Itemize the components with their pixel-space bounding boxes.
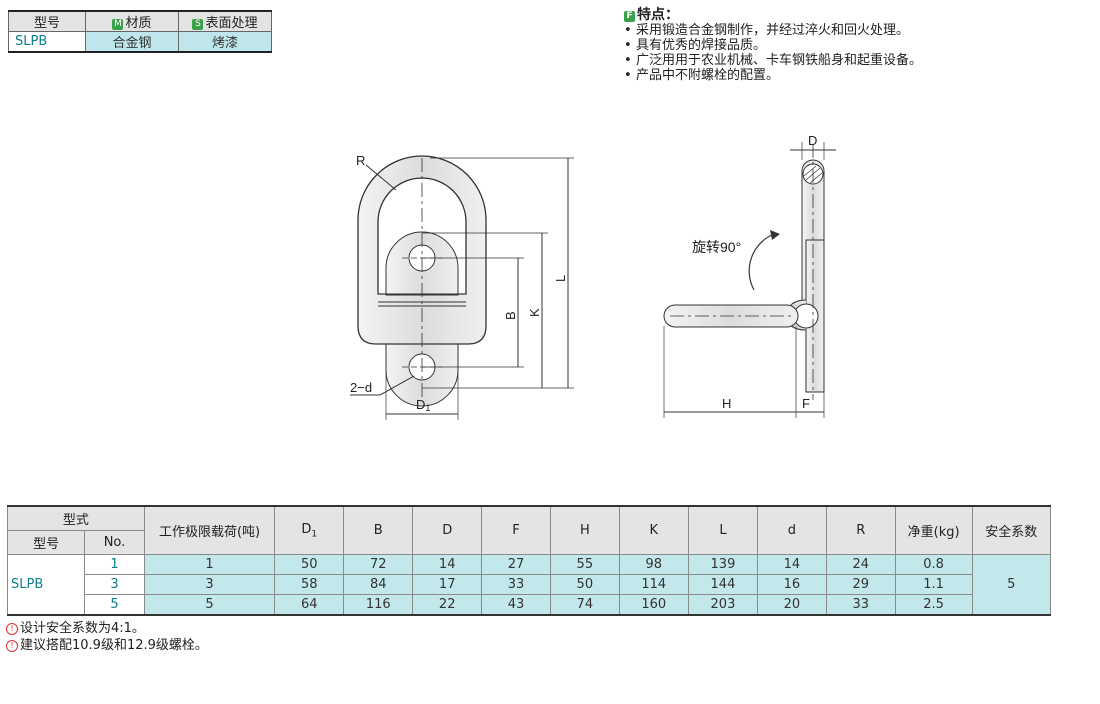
h-cell: 55 <box>549 554 620 575</box>
d-cell: 16 <box>757 574 827 595</box>
feature-item: 产品中不附螺栓的配置。 <box>624 68 922 83</box>
front-view: R B K L 2−d D1 <box>350 153 574 420</box>
surface-badge-icon: S <box>192 19 204 30</box>
spec-table: 型式 工作极限载荷(吨) D1 B D F H K L d R 净重(kg) 安… <box>6 505 1052 616</box>
label-d: D <box>808 133 817 148</box>
header-type: 型式 <box>7 505 145 531</box>
h-cell: 74 <box>549 594 620 616</box>
header-d1: D1 <box>274 505 345 555</box>
l-cell: 139 <box>687 554 759 575</box>
f-cell: 33 <box>481 574 551 595</box>
d-cell: 20 <box>757 594 827 616</box>
label-f: F <box>802 396 810 411</box>
h-cell: 50 <box>549 574 620 595</box>
surface-value: 烤漆 <box>178 31 272 53</box>
side-view: D 旋转90° H F <box>663 133 836 418</box>
r-cell: 29 <box>825 574 896 595</box>
k-cell: 114 <box>618 574 689 595</box>
features-section: F特点： 采用锻造合金钢制作，并经过淬火和回火处理。 具有优秀的焊接品质。 广泛… <box>624 8 922 83</box>
header-b: B <box>343 505 414 555</box>
load-cell: 1 <box>143 554 276 575</box>
label-2d: 2−d <box>350 380 372 395</box>
header-f: F <box>481 505 551 555</box>
feature-badge-icon: F <box>624 11 635 22</box>
d1-cell: 58 <box>274 574 345 595</box>
l-cell: 144 <box>687 574 759 595</box>
model-value: SLPB <box>8 31 86 53</box>
notes: !设计安全系数为4:1。 !建议搭配10.9级和12.9级螺栓。 <box>6 620 208 654</box>
no-cell: 1 <box>84 554 145 575</box>
d1-cell: 64 <box>274 594 345 616</box>
safety-cell: 5 <box>971 554 1052 616</box>
header-r: R <box>825 505 896 555</box>
weight-cell: 2.5 <box>894 594 973 616</box>
no-cell: 3 <box>84 574 145 595</box>
technical-drawing: R B K L 2−d D1 <box>350 133 836 420</box>
table-row: SLPB 1 1 50 72 14 27 55 98 139 14 24 0.8… <box>6 554 1052 616</box>
b-cell: 84 <box>343 574 414 595</box>
header-weight: 净重(kg) <box>894 505 973 555</box>
header-safety: 安全系数 <box>971 505 1052 555</box>
header-h: H <box>549 505 620 555</box>
table-row: 5 5 64 116 22 43 74 160 203 20 33 2.5 <box>8 594 1051 616</box>
feature-item: 采用锻造合金钢制作，并经过淬火和回火处理。 <box>624 23 922 38</box>
header-model: 型号 <box>8 10 86 32</box>
label-r: R <box>356 153 365 168</box>
model-cell: SLPB <box>6 554 86 616</box>
label-l: L <box>553 275 568 282</box>
material-badge-icon: M <box>112 19 124 30</box>
f-cell: 27 <box>481 554 551 575</box>
table-row: 3 3 58 84 17 33 50 114 144 16 29 1.1 <box>8 574 1051 595</box>
weight-cell: 1.1 <box>894 574 973 595</box>
dd-cell: 17 <box>412 574 483 595</box>
l-cell: 203 <box>687 594 759 616</box>
material-value: 合金钢 <box>85 31 179 53</box>
k-cell: 160 <box>618 594 689 616</box>
label-b: B <box>503 311 518 320</box>
d-cell: 14 <box>757 554 827 575</box>
header-model: 型号 <box>6 530 86 555</box>
dd-cell: 22 <box>412 594 483 616</box>
header-load: 工作极限载荷(吨) <box>143 505 276 555</box>
header-d: d <box>757 505 827 555</box>
k-cell: 98 <box>618 554 689 575</box>
label-h: H <box>722 396 731 411</box>
load-cell: 5 <box>143 594 276 616</box>
feature-item: 广泛用用于农业机械、卡车钢铁船身和起重设备。 <box>624 53 922 68</box>
no-cell: 5 <box>84 594 145 616</box>
header-l: L <box>687 505 759 555</box>
label-d1: D1 <box>416 397 430 413</box>
b-cell: 72 <box>343 554 414 575</box>
label-k: K <box>527 308 542 317</box>
dd-cell: 14 <box>412 554 483 575</box>
header-dd: D <box>412 505 483 555</box>
f-cell: 43 <box>481 594 551 616</box>
r-cell: 33 <box>825 594 896 616</box>
warning-icon: ! <box>6 640 18 652</box>
note-item: !设计安全系数为4:1。 <box>6 620 208 637</box>
r-cell: 24 <box>825 554 896 575</box>
b-cell: 116 <box>343 594 414 616</box>
header-no: No. <box>84 530 145 555</box>
weight-cell: 0.8 <box>894 554 973 575</box>
label-rotate: 旋转90° <box>692 239 741 255</box>
feature-item: 具有优秀的焊接品质。 <box>624 38 922 53</box>
d1-cell: 50 <box>274 554 345 575</box>
warning-icon: ! <box>6 623 18 635</box>
note-item: !建议搭配10.9级和12.9级螺栓。 <box>6 637 208 654</box>
header-k: K <box>618 505 689 555</box>
features-list: 采用锻造合金钢制作，并经过淬火和回火处理。 具有优秀的焊接品质。 广泛用用于农业… <box>624 23 922 83</box>
load-cell: 3 <box>143 574 276 595</box>
